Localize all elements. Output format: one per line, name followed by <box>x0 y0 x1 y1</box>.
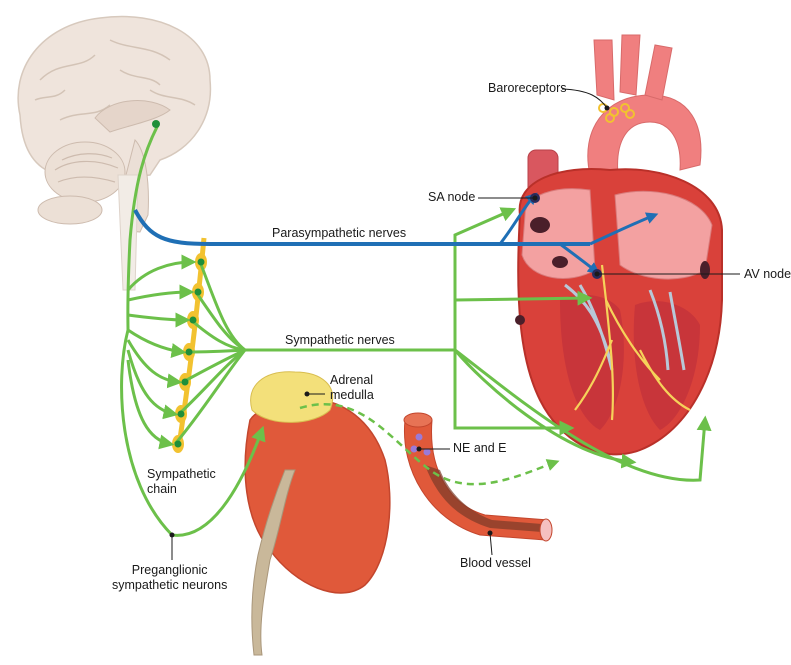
label-preganglionic-line2: sympathetic neurons <box>112 578 228 592</box>
label-blood-vessel: Blood vessel <box>460 556 531 570</box>
blood-vessel <box>403 412 553 542</box>
label-sympathetic-chain-line1: Sympathetic <box>147 467 216 481</box>
label-parasympathetic-nerves: Parasympathetic nerves <box>272 226 407 240</box>
kidney <box>244 398 391 656</box>
label-preganglionic-neurons: Preganglionic sympathetic neurons <box>112 563 227 593</box>
label-sympathetic-chain: Sympathetic chain <box>147 467 216 497</box>
label-ne-and-e: NE and E <box>453 441 507 455</box>
adrenal-gland <box>250 371 333 423</box>
label-sympathetic-nerves: Sympathetic nerves <box>285 333 395 347</box>
hypothalamus-marker <box>152 120 160 128</box>
baroreceptor-dots <box>598 103 635 123</box>
label-preganglionic-line1: Preganglionic <box>131 563 208 577</box>
label-sa-node: SA node <box>428 190 476 204</box>
leader-lines <box>171 88 740 560</box>
ganglia-dots <box>174 258 205 448</box>
sympathetic-nerves <box>120 124 712 537</box>
leader-dots <box>169 105 610 538</box>
hormone-flow-arrow <box>299 402 560 486</box>
label-sympathetic-chain-line2: chain <box>147 482 177 496</box>
label-baroreceptors: Baroreceptors <box>488 81 567 95</box>
brain <box>17 15 212 291</box>
label-adrenal-medulla: Adrenal medulla <box>330 373 374 403</box>
label-adrenal-medulla-line2: medulla <box>330 388 374 402</box>
label-adrenal-medulla-line1: Adrenal <box>330 373 374 387</box>
label-av-node: AV node <box>744 267 791 281</box>
cerebellum <box>37 141 126 225</box>
